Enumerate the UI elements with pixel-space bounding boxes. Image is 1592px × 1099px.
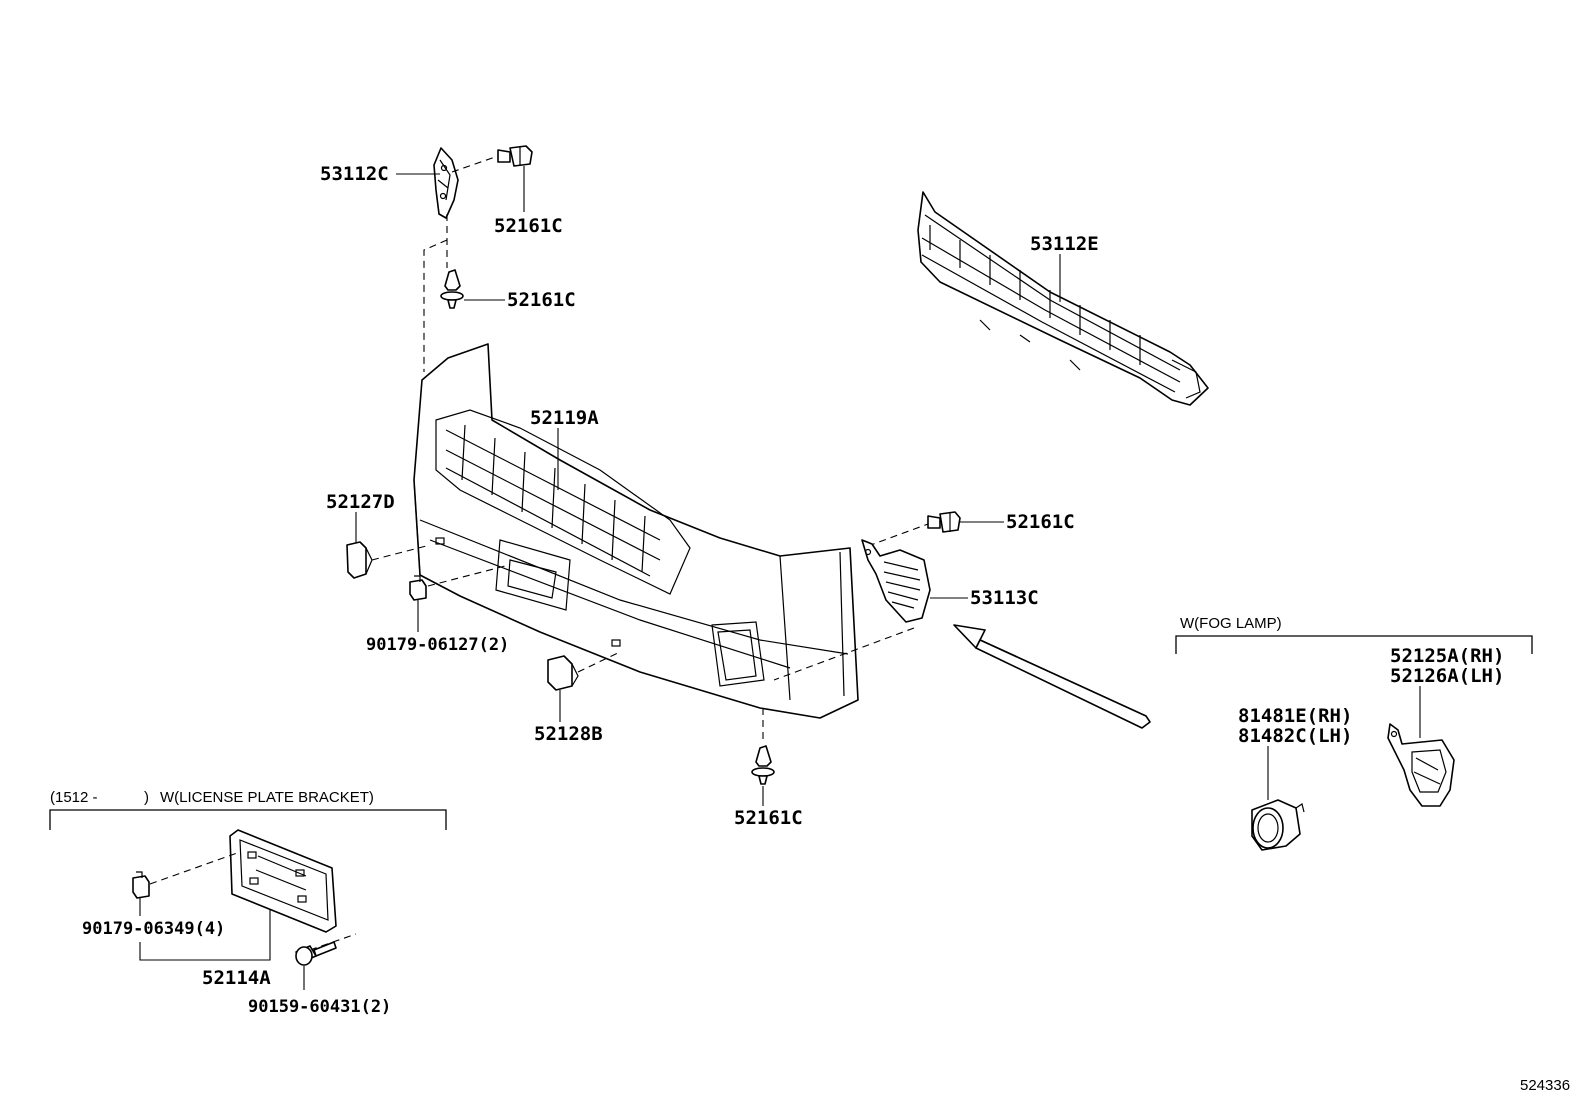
fog-cover-53113c (861, 539, 931, 623)
screw-90159-60431 (295, 941, 337, 966)
group-label-license-date: (1512 - (50, 789, 98, 806)
part-label-52161c-mid: 52161C (507, 289, 576, 311)
retainer-52127d (346, 541, 373, 579)
part-label-52161c-right: 52161C (1006, 511, 1075, 533)
part-label-53112c: 53112C (320, 163, 389, 185)
part-label-52114a: 52114A (202, 967, 271, 989)
retainer-52128b (547, 655, 579, 691)
dash-53112c-to-clip (451, 155, 499, 173)
dash-bracket-to-bumper (423, 239, 448, 372)
dash-52128b-to-bumper (577, 651, 621, 673)
dash-52127d-to-bumper (371, 544, 431, 561)
front-bumper-cover-52119a (413, 343, 859, 719)
dash-90179-06127-to-bumper (427, 565, 506, 587)
part-label-52125a: 52125A(RH) (1390, 645, 1504, 667)
fog-lamp-bezel-52125a (1387, 723, 1455, 807)
part-label-53112e: 53112E (1030, 233, 1099, 255)
dash-fog-cover-to-bumper (773, 627, 915, 681)
part-label-90159-60431: 90159-60431(2) (248, 997, 391, 1017)
part-label-52126a: 52126A(LH) (1390, 665, 1504, 687)
part-label-52127d: 52127D (326, 491, 395, 513)
fog-lamp-81481e (1251, 799, 1305, 851)
clip-90179-06127 (409, 575, 427, 601)
clip-52161c-bottom (751, 745, 775, 785)
part-label-81482c: 81482C(LH) (1238, 725, 1352, 747)
view-direction-arrow (953, 624, 1151, 729)
group-label-license-close: ) (144, 789, 149, 806)
part-label-52128b: 52128B (534, 723, 603, 745)
part-label-52161c-top: 52161C (494, 215, 563, 237)
dash-license-clip-upper (149, 851, 241, 885)
part-label-52161c-bottom: 52161C (734, 807, 803, 829)
clip-90179-06349 (132, 871, 150, 899)
part-label-90179-06127: 90179-06127(2) (366, 635, 509, 655)
bumper-side-bracket-53112c (433, 147, 459, 219)
group-label-license-plate-bracket: W(LICENSE PLATE BRACKET) (160, 789, 374, 806)
clip-52161c-mid (440, 269, 464, 309)
dash-bumper-to-clip-right (867, 523, 929, 547)
group-label-fog-lamp: W(FOG LAMP) (1180, 615, 1282, 632)
group-bracket-fog-lamp (1175, 635, 1533, 654)
leader-52114a (139, 910, 271, 961)
clip-52161c-top (497, 145, 533, 167)
figure-id: 524336 (1520, 1077, 1570, 1094)
group-bracket-license (49, 809, 447, 830)
grille-53112e (917, 191, 1209, 406)
part-label-53113c: 53113C (970, 587, 1039, 609)
clip-52161c-right (927, 511, 961, 533)
part-label-90179-06349: 90179-06349(4) (82, 919, 225, 939)
part-label-52119a: 52119A (530, 407, 599, 429)
part-label-81481e: 81481E(RH) (1238, 705, 1352, 727)
license-plate-bracket-52114a (229, 829, 337, 933)
